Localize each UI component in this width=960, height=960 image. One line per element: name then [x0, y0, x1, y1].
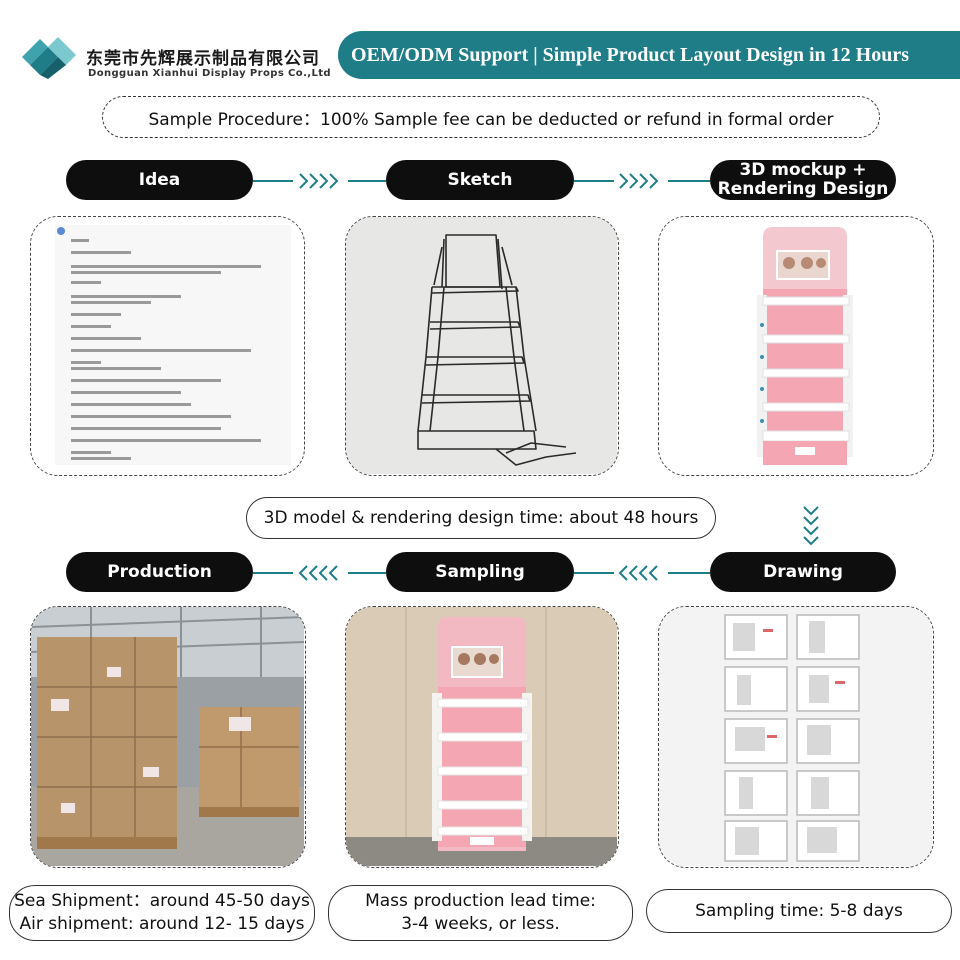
- connector-line: [348, 572, 386, 574]
- sketch-image-card: [345, 216, 619, 476]
- connector-line: [574, 572, 614, 574]
- triple-chevron-left-icon: [298, 564, 342, 582]
- header-banner: OEM/ODM Support | Simple Product Layout …: [338, 31, 960, 79]
- 3d-rendering-image-card: [658, 216, 934, 476]
- shipment-line-air: Air shipment: around 12- 15 days: [19, 914, 305, 934]
- sampling-image-card: [345, 606, 619, 868]
- company-name-chinese: 东莞市先辉展示制品有限公司: [86, 49, 320, 69]
- step-sketch-label: Sketch: [447, 169, 513, 190]
- sketch-drawing-image: [346, 217, 617, 474]
- connector-line: [668, 180, 710, 182]
- step-3d-label-line1: 3D mockup +: [739, 160, 867, 180]
- step-sampling: Sampling: [386, 552, 574, 592]
- mass-production-note: Mass production lead time: 3-4 weeks, or…: [328, 885, 633, 941]
- step-drawing: Drawing: [710, 552, 896, 592]
- connector-line: [668, 572, 710, 574]
- shipment-line-sea: Sea Shipment：around 45-50 days: [14, 891, 310, 911]
- step-idea-label: Idea: [138, 169, 181, 190]
- step-3d-rendering: 3D mockup + Rendering Design: [710, 160, 896, 200]
- sample-procedure-text: Sample Procedure：100% Sample fee can be …: [148, 109, 834, 130]
- triple-chevron-down-icon: [801, 505, 821, 549]
- sampling-time-note: Sampling time: 5-8 days: [646, 889, 952, 933]
- step-3d-label-line2: Rendering Design: [717, 179, 889, 199]
- company-name-english: Dongguan Xianhui Display Props Co.,Ltd: [88, 68, 331, 79]
- design-time-note: 3D model & rendering design time: about …: [246, 497, 716, 539]
- drawing-image-card: [658, 606, 934, 868]
- triple-chevron-left-icon: [618, 564, 662, 582]
- shipment-time-note: Sea Shipment：around 45-50 days Air shipm…: [9, 885, 315, 941]
- warehouse-pallets-image: [31, 607, 304, 866]
- mass-production-line2: 3-4 weeks, or less.: [401, 914, 560, 934]
- step-sampling-label: Sampling: [435, 561, 525, 582]
- triple-chevron-right-icon: [618, 172, 662, 190]
- step-idea: Idea: [66, 160, 253, 200]
- 3d-display-stand-image: [659, 217, 932, 474]
- technical-drawings-image: [659, 607, 932, 866]
- step-sketch: Sketch: [386, 160, 574, 200]
- connector-line: [253, 572, 293, 574]
- design-time-text: 3D model & rendering design time: about …: [263, 507, 699, 528]
- step-production: Production: [66, 552, 253, 592]
- company-logo-icon: [22, 37, 76, 79]
- connector-line: [348, 180, 386, 182]
- sampling-time-text: Sampling time: 5-8 days: [695, 900, 903, 921]
- sample-procedure-note: Sample Procedure：100% Sample fee can be …: [102, 96, 880, 138]
- connector-line: [574, 180, 614, 182]
- idea-image-card: [30, 216, 305, 476]
- triple-chevron-right-icon: [298, 172, 342, 190]
- connector-line: [253, 180, 293, 182]
- email-document-image: [31, 217, 303, 474]
- sample-display-stand-image: [346, 607, 617, 866]
- step-drawing-label: Drawing: [763, 561, 843, 582]
- production-image-card: [30, 606, 306, 868]
- step-production-label: Production: [107, 561, 212, 582]
- mass-production-line1: Mass production lead time:: [365, 891, 596, 911]
